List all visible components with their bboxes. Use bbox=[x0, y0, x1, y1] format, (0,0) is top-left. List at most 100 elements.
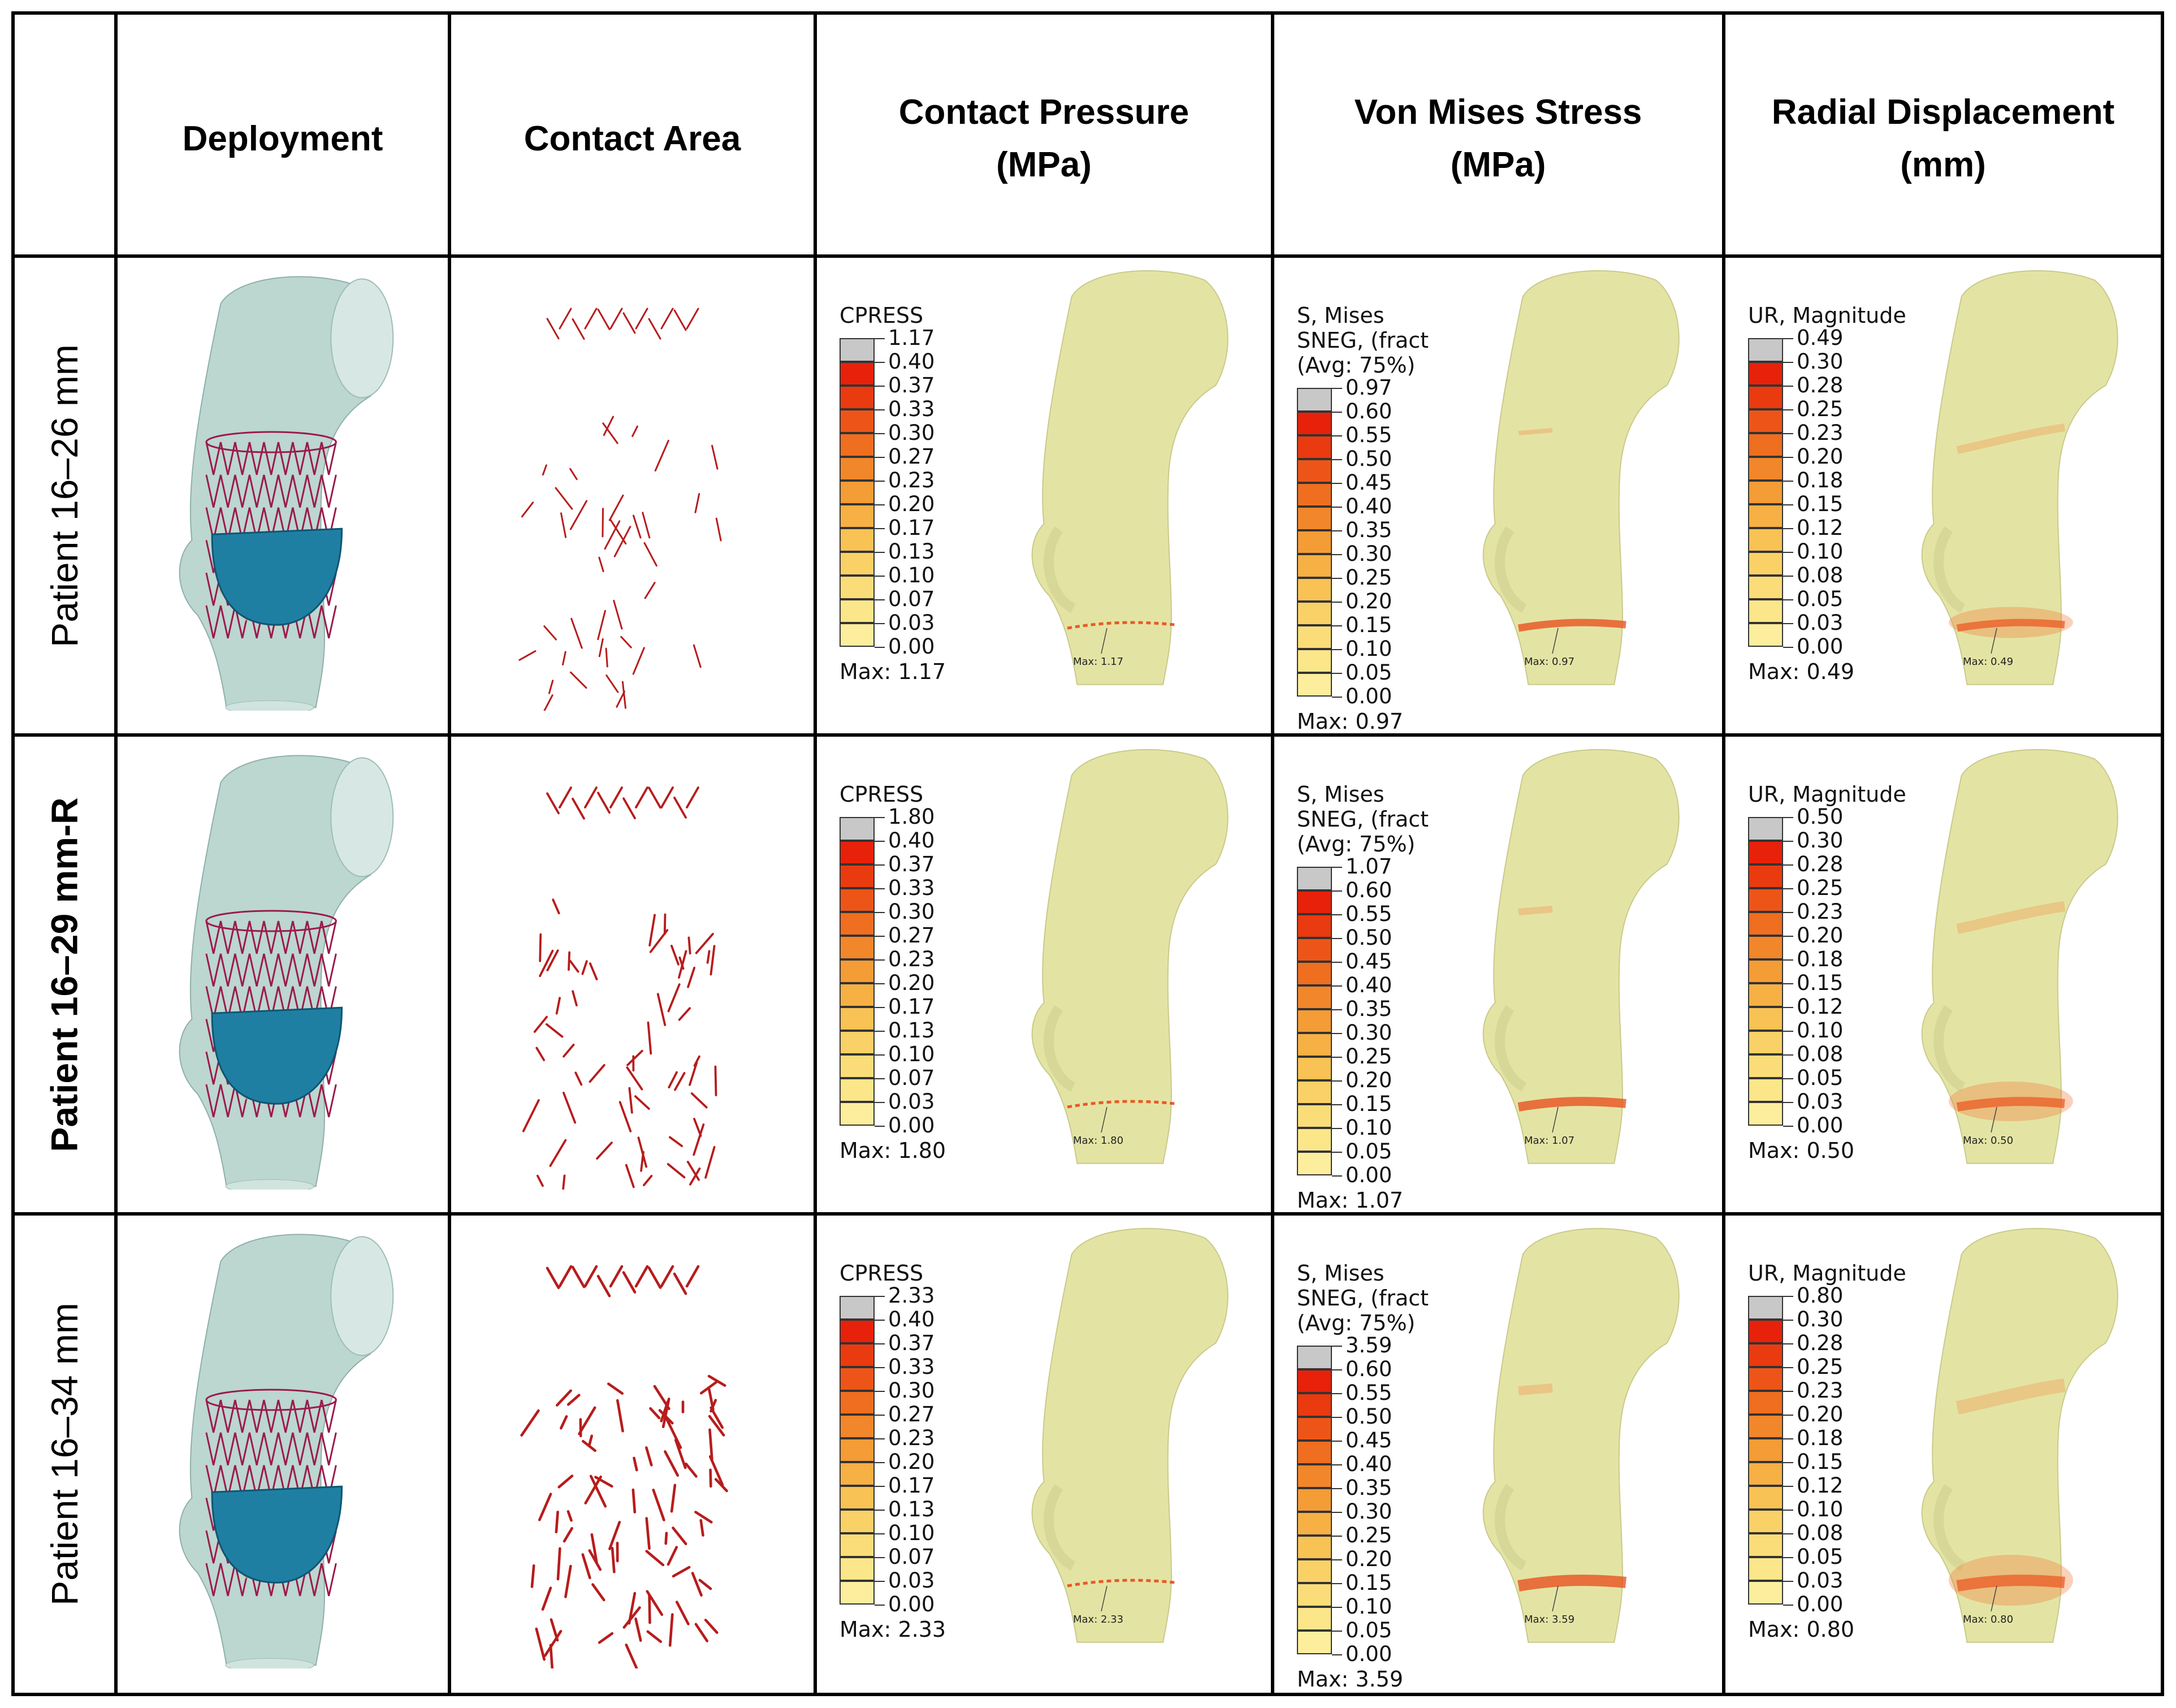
vessel-surface bbox=[1921, 749, 2118, 1164]
upper-stress bbox=[1518, 428, 1553, 435]
legend-swatch bbox=[840, 1367, 875, 1391]
legend-value: 0.05 bbox=[1797, 1545, 1844, 1569]
aorta-outlet bbox=[330, 757, 394, 877]
legend-value: 0.35 bbox=[1346, 518, 1392, 542]
legend-tick bbox=[1783, 817, 1793, 818]
legend-tick bbox=[1332, 1654, 1342, 1655]
legend-tick bbox=[1332, 1441, 1342, 1442]
legend-swatch bbox=[1748, 1367, 1783, 1391]
legend-tick bbox=[1783, 1078, 1793, 1079]
row-label-3-text: Patient 16–34 mm bbox=[44, 1303, 86, 1606]
legend-tick bbox=[875, 576, 885, 577]
legend-value: 0.10 bbox=[1797, 539, 1844, 564]
legend-value: 0.55 bbox=[1346, 423, 1392, 447]
vessel-surface bbox=[1482, 1227, 1680, 1643]
legend-value: 0.33 bbox=[888, 876, 935, 900]
legend-max: Max: 0.97 bbox=[1297, 709, 1404, 734]
legend-value: 0.20 bbox=[1346, 1068, 1392, 1092]
legend-swatch bbox=[1297, 1488, 1332, 1512]
legend-tick bbox=[875, 457, 885, 458]
upper-displacement bbox=[1956, 423, 2066, 454]
sinus-shading bbox=[1933, 1484, 1966, 1571]
legend-value: 0.00 bbox=[888, 1592, 935, 1616]
legend-value: 0.30 bbox=[888, 1378, 935, 1403]
legend-tick bbox=[875, 888, 885, 889]
legend-tick bbox=[1332, 1057, 1342, 1058]
legend-swatch bbox=[1748, 362, 1783, 386]
legend-value: 0.37 bbox=[888, 373, 935, 397]
legend-swatch bbox=[840, 362, 875, 386]
legend-swatch bbox=[1297, 1057, 1332, 1080]
legend-value: 0.30 bbox=[1797, 349, 1844, 374]
legend-value: 0.25 bbox=[1346, 1523, 1392, 1547]
legend-value: 0.97 bbox=[1346, 375, 1392, 400]
legend-tick bbox=[1783, 888, 1793, 889]
legend-value: 0.50 bbox=[1797, 805, 1844, 829]
legend-swatch bbox=[1297, 867, 1332, 890]
legend-tick bbox=[1783, 1462, 1793, 1463]
legend-value: 0.28 bbox=[1797, 373, 1844, 397]
header-von-mises: Von Mises Stress (MPa) bbox=[1274, 23, 1722, 254]
legend-title: CPRESS bbox=[840, 782, 924, 807]
legend-swatch bbox=[1748, 1438, 1783, 1462]
legend-tick bbox=[1783, 623, 1793, 624]
legend-swatch bbox=[840, 1486, 875, 1510]
legend-tick bbox=[1332, 867, 1342, 868]
legend-value: 0.05 bbox=[1346, 660, 1392, 685]
legend-tick bbox=[1783, 457, 1793, 458]
vessel-surface bbox=[1921, 1227, 2118, 1643]
legend-tick bbox=[1783, 1533, 1793, 1534]
legend-title: SNEG, (fract bbox=[1297, 328, 1429, 353]
legend-swatch bbox=[1748, 386, 1783, 409]
legend-swatch bbox=[1748, 1102, 1783, 1126]
legend-tick bbox=[875, 409, 885, 410]
legend-value: 1.07 bbox=[1346, 854, 1392, 879]
legend-swatch bbox=[840, 552, 875, 576]
aorta-inlet bbox=[225, 700, 314, 711]
legend-tick bbox=[875, 1462, 885, 1463]
legend-title: UR, Magnitude bbox=[1748, 303, 1906, 328]
legend-swatch bbox=[1748, 552, 1783, 576]
legend-value: 0.00 bbox=[1797, 634, 1844, 659]
upper-stress bbox=[1518, 906, 1553, 915]
header-radial-displacement: Radial Displacement (mm) bbox=[1725, 23, 2161, 254]
legend-swatch bbox=[1748, 338, 1783, 362]
legend-value: 0.15 bbox=[1797, 492, 1844, 516]
legend-value: 0.20 bbox=[1346, 1547, 1392, 1571]
legend-value: 0.13 bbox=[888, 1018, 935, 1043]
legend-tick bbox=[1783, 552, 1793, 553]
legend-swatch bbox=[840, 1438, 875, 1462]
contact-strokes bbox=[520, 1265, 728, 1668]
legend-max: Max: 0.80 bbox=[1748, 1617, 1855, 1642]
legend-tick bbox=[875, 552, 885, 553]
vessel-surface bbox=[1921, 270, 2118, 685]
legend-value: 0.30 bbox=[888, 421, 935, 445]
legend-tick bbox=[875, 647, 885, 648]
legend-value: 0.50 bbox=[1346, 1404, 1392, 1429]
displacement-glow bbox=[1949, 607, 2073, 638]
legend-swatch bbox=[1748, 1343, 1783, 1367]
legend-value: 0.12 bbox=[1797, 994, 1844, 1019]
table-rule-col-1 bbox=[114, 11, 118, 1696]
header-contact-area-label: Contact Area bbox=[524, 119, 741, 158]
legend-tick bbox=[1783, 1126, 1793, 1127]
stress-band bbox=[1067, 621, 1175, 630]
legend-tick bbox=[875, 1343, 885, 1344]
legend-tick bbox=[1783, 1320, 1793, 1321]
legend-swatch bbox=[840, 386, 875, 409]
legend-tick bbox=[1332, 530, 1342, 531]
table-border-left bbox=[11, 11, 15, 1696]
legend-value: 0.05 bbox=[1797, 587, 1844, 611]
legend-swatch bbox=[840, 1102, 875, 1126]
legend-tick bbox=[1783, 1391, 1793, 1392]
sinus-shading bbox=[1494, 526, 1527, 613]
legend-value: 0.40 bbox=[1346, 1452, 1392, 1476]
legend-swatch bbox=[1297, 1080, 1332, 1104]
legend-swatch bbox=[1748, 623, 1783, 647]
